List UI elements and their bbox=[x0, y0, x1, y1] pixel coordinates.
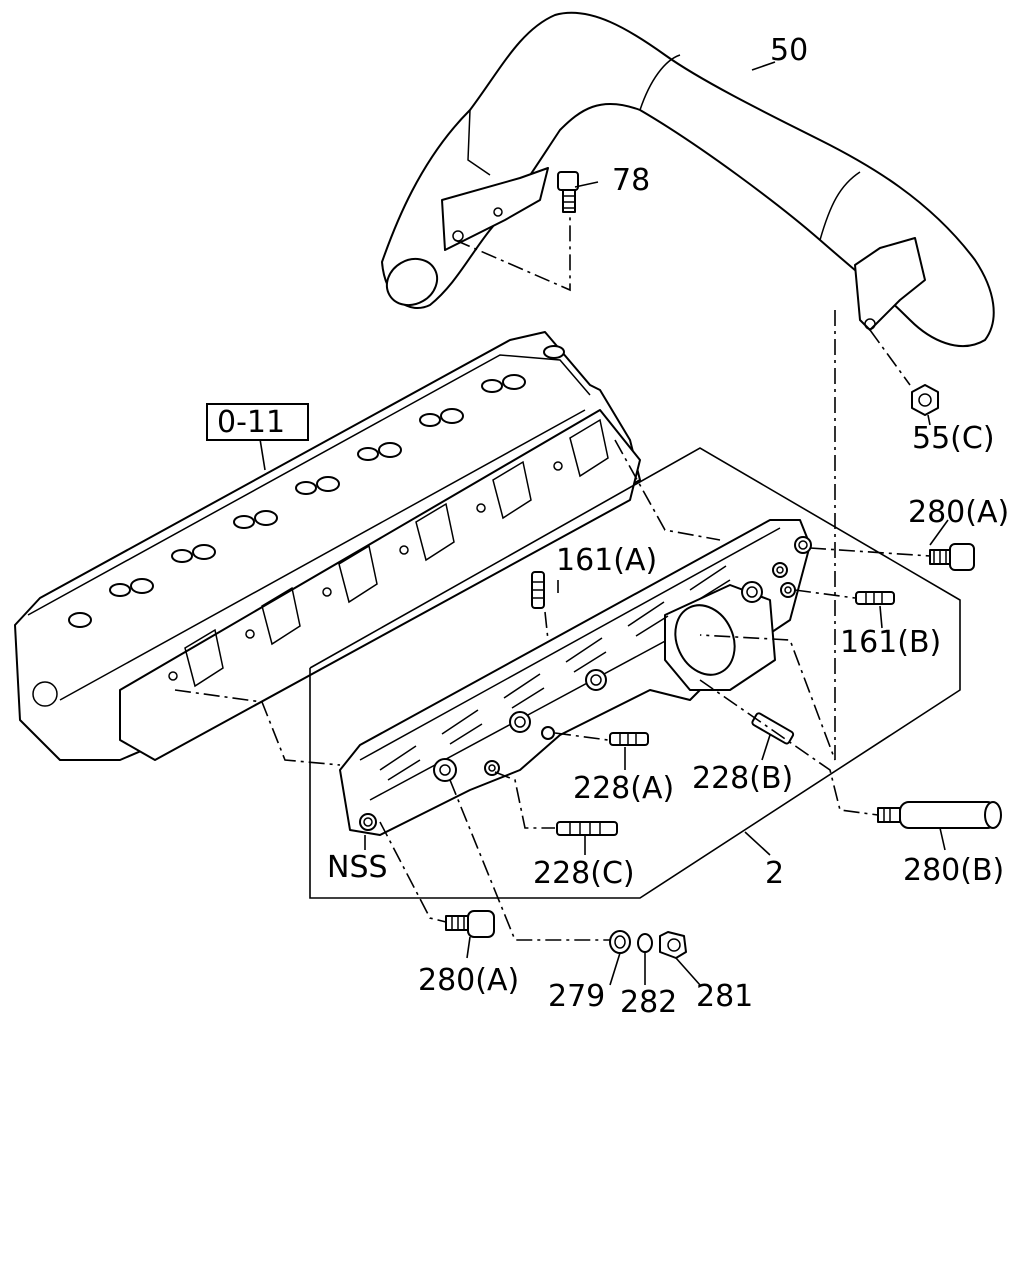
head-port bbox=[338, 544, 378, 604]
head-boss bbox=[419, 413, 441, 427]
head-boss bbox=[130, 578, 154, 594]
manifold-runners bbox=[379, 565, 731, 781]
head-port bbox=[261, 586, 301, 646]
head-port-hole bbox=[553, 461, 563, 471]
head-port-hole bbox=[476, 503, 486, 513]
label-228b: 228(B) bbox=[692, 761, 793, 796]
stud-161b bbox=[855, 591, 895, 605]
bolt-280a-bottom bbox=[445, 910, 495, 938]
label-280a-top: 280(A) bbox=[908, 495, 1009, 530]
nut-281 bbox=[659, 931, 687, 959]
intake-pipe-50 bbox=[381, 11, 995, 348]
head-boss bbox=[481, 379, 503, 393]
stud-228a bbox=[609, 732, 649, 746]
washer-282 bbox=[637, 933, 653, 953]
head-port bbox=[184, 628, 224, 688]
head-boss bbox=[543, 345, 565, 359]
washer-279 bbox=[609, 930, 631, 954]
bolt-280b bbox=[877, 801, 1002, 829]
reference-box bbox=[206, 403, 309, 441]
head-boss bbox=[171, 549, 193, 563]
manifold-runner bbox=[503, 673, 545, 709]
head-boss bbox=[378, 442, 402, 458]
label-161b: 161(B) bbox=[840, 625, 941, 660]
head-boss bbox=[295, 481, 317, 495]
head-boss bbox=[233, 515, 255, 529]
bolt-280a-top bbox=[929, 543, 975, 571]
cylinder-head-bosses bbox=[68, 345, 565, 628]
label-161a: 161(A) bbox=[556, 543, 657, 578]
manifold-runner bbox=[689, 565, 731, 601]
head-port-hole bbox=[399, 545, 409, 555]
head-port bbox=[492, 460, 532, 520]
manifold-runner bbox=[379, 745, 421, 781]
label-281: 281 bbox=[696, 979, 753, 1014]
head-boss bbox=[68, 612, 92, 628]
head-port-hole bbox=[245, 629, 255, 639]
manifold-runner bbox=[627, 601, 669, 637]
stud-228b bbox=[751, 712, 795, 745]
label-50: 50 bbox=[770, 33, 808, 68]
label-2: 2 bbox=[765, 856, 784, 891]
stud-228c bbox=[556, 821, 618, 836]
leader-lines bbox=[254, 61, 961, 986]
head-boss bbox=[502, 374, 526, 390]
label-279: 279 bbox=[548, 979, 605, 1014]
manifold-runner bbox=[565, 637, 607, 673]
alignment-lines bbox=[174, 215, 931, 941]
manifold-runner bbox=[441, 709, 483, 745]
label-nss: NSS bbox=[327, 850, 388, 885]
nut-55c bbox=[911, 384, 939, 416]
label-282: 282 bbox=[620, 985, 677, 1020]
head-port-hole bbox=[168, 671, 178, 681]
head-port bbox=[569, 418, 609, 478]
head-port bbox=[415, 502, 455, 562]
label-228a: 228(A) bbox=[573, 771, 674, 806]
label-228c: 228(C) bbox=[533, 856, 635, 891]
head-boss bbox=[192, 544, 216, 560]
label-78: 78 bbox=[612, 163, 650, 198]
head-port-hole bbox=[322, 587, 332, 597]
head-boss bbox=[357, 447, 379, 461]
manifold-bosses bbox=[359, 536, 812, 831]
cylinder-head bbox=[14, 331, 641, 761]
head-boss bbox=[254, 510, 278, 526]
label-55c: 55(C) bbox=[912, 421, 995, 456]
head-boss bbox=[316, 476, 340, 492]
label-280b: 280(B) bbox=[903, 853, 1004, 888]
intake-manifold-2 bbox=[339, 519, 811, 836]
stud-161a bbox=[531, 571, 545, 609]
bolt-78 bbox=[557, 171, 579, 213]
head-boss bbox=[440, 408, 464, 424]
label-280a-bottom: 280(A) bbox=[418, 963, 519, 998]
cylinder-head-ports bbox=[168, 418, 609, 688]
head-boss bbox=[109, 583, 131, 597]
label-0-11: 0-11 bbox=[217, 405, 285, 440]
